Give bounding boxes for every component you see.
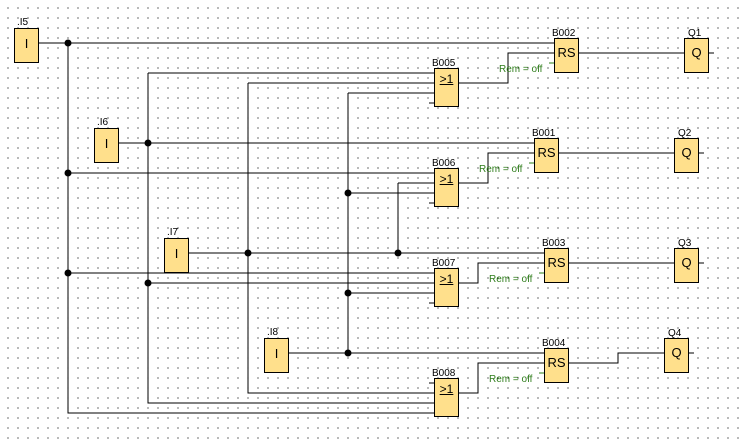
output-symbol: Q [691,45,702,60]
output-label-q3: Q3 [678,238,692,249]
rs-block-b004[interactable]: RS [544,348,569,383]
output-block-q3[interactable]: Q [674,248,699,283]
rs-label-b002: B002 [552,28,576,39]
output-symbol: Q [681,255,692,270]
wire-b004-to-q4[interactable] [569,352,664,364]
rs-symbol: RS [547,255,566,270]
rs-symbol: RS [557,45,576,60]
or-label-b005: B005 [432,58,456,69]
or-label-b006: B006 [432,158,456,169]
wire-junction [394,249,402,257]
wire-b006-to-b001[interactable] [459,152,534,184]
or-symbol: >1 [439,382,454,396]
or-gate-b006[interactable]: >1 [434,168,459,207]
wire-i7-bus[interactable] [247,83,434,394]
rs-label-b004: B004 [542,338,566,349]
wire-junction [144,279,152,287]
output-label-q2: Q2 [678,128,692,139]
or-label-b008: B008 [432,368,456,379]
wire-junction [64,39,72,47]
output-symbol: Q [681,145,692,160]
output-label-q1: Q1 [688,28,702,39]
wire-junction [144,139,152,147]
wire-junction [64,269,72,277]
rs-param-b001: Rem = off [479,164,523,175]
input-block-i8[interactable]: I [264,338,289,373]
wire-junction [344,289,352,297]
or-symbol: >1 [439,72,454,86]
input-block-i5[interactable]: I [14,28,39,63]
output-block-q4[interactable]: Q [664,338,689,373]
input-label-i6: .I6 [97,117,109,128]
input-block-i7[interactable]: I [164,238,189,273]
wire-junction [344,349,352,357]
wire-junction [344,189,352,197]
or-label-b007: B007 [432,258,456,269]
output-symbol: Q [671,345,682,360]
input-symbol: I [274,346,279,361]
wire-junction [64,169,72,177]
rs-param-b004: Rem = off [489,374,533,385]
wire-b005-to-b002[interactable] [459,52,554,84]
input-symbol: I [174,246,179,261]
or-gate-b008[interactable]: >1 [434,378,459,417]
wire-junction [244,249,252,257]
output-block-q2[interactable]: Q [674,138,699,173]
rs-param-b002: Rem = off [499,64,543,75]
wire-b008-to-b004[interactable] [459,362,544,394]
rs-symbol: RS [537,145,556,160]
wire-b007-to-b003[interactable] [459,262,544,284]
rs-symbol: RS [547,355,566,370]
input-label-i7: .I7 [167,227,179,238]
rs-block-b002[interactable]: RS [554,38,579,73]
wire-i5-bus[interactable] [67,43,434,414]
or-symbol: >1 [439,172,454,186]
input-symbol: I [104,136,109,151]
rs-param-b003: Rem = off [489,274,533,285]
or-gate-b007[interactable]: >1 [434,268,459,307]
rs-block-b003[interactable]: RS [544,248,569,283]
input-symbol: I [24,36,29,51]
wire-i6-bus[interactable] [147,73,434,404]
output-label-q4: Q4 [668,328,682,339]
rs-label-b001: B001 [532,128,556,139]
input-label-i5: .I5 [17,17,29,28]
output-block-q1[interactable]: Q [684,38,709,73]
rs-block-b001[interactable]: RS [534,138,559,173]
or-symbol: >1 [439,272,454,286]
rs-label-b003: B003 [542,238,566,249]
or-gate-b005[interactable]: >1 [434,68,459,107]
input-block-i6[interactable]: I [94,128,119,163]
input-label-i8: .I8 [267,327,279,338]
